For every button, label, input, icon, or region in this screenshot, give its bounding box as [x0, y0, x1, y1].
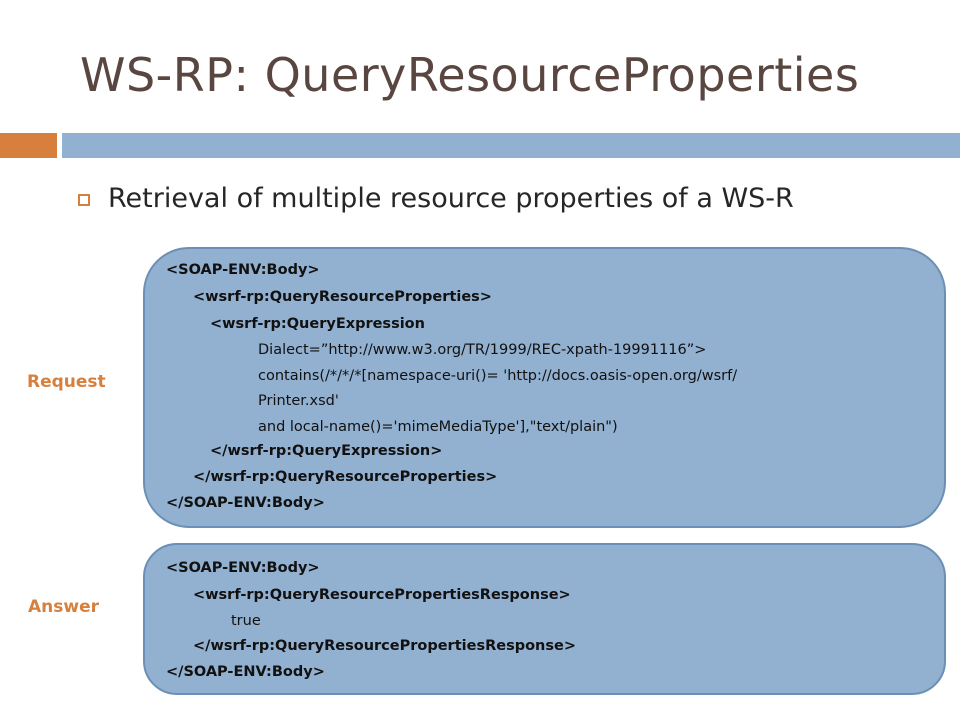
answer-label: Answer [28, 597, 99, 617]
answer-line: </wsrf-rp:QueryResourcePropertiesRespons… [193, 638, 576, 654]
request-line: </wsrf-rp:QueryExpression> [210, 443, 443, 459]
request-line: <wsrf-rp:QueryResourceProperties> [193, 289, 492, 305]
request-code-panel [143, 247, 946, 528]
answer-line: <wsrf-rp:QueryResourcePropertiesResponse… [193, 587, 571, 603]
answer-line: </SOAP-ENV:Body> [166, 664, 325, 680]
request-line: Dialect=”http://www.w3.org/TR/1999/REC-x… [258, 342, 707, 358]
answer-code-panel [143, 543, 946, 695]
request-label: Request [27, 372, 106, 392]
square-bullet-icon [78, 193, 90, 206]
answer-line: <SOAP-ENV:Body> [166, 560, 320, 576]
request-line: </wsrf-rp:QueryResourceProperties> [193, 469, 498, 485]
answer-line: true [231, 613, 261, 629]
slide-title: WS-RP: QueryResourceProperties [80, 48, 860, 102]
bullet-text: Retrieval of multiple resource propertie… [108, 183, 794, 214]
request-line: contains(/*/*/*[namespace-uri()= 'http:/… [258, 368, 738, 384]
request-line: and local-name()='mimeMediaType'],"text/… [258, 419, 618, 435]
request-line: Printer.xsd' [258, 393, 339, 409]
title-underline-bar [62, 133, 960, 158]
bullet-item: Retrieval of multiple resource propertie… [78, 183, 794, 214]
request-line: </SOAP-ENV:Body> [166, 495, 325, 511]
request-line: <wsrf-rp:QueryExpression [210, 316, 425, 332]
title-accent-bar [0, 133, 57, 158]
request-line: <SOAP-ENV:Body> [166, 262, 320, 278]
